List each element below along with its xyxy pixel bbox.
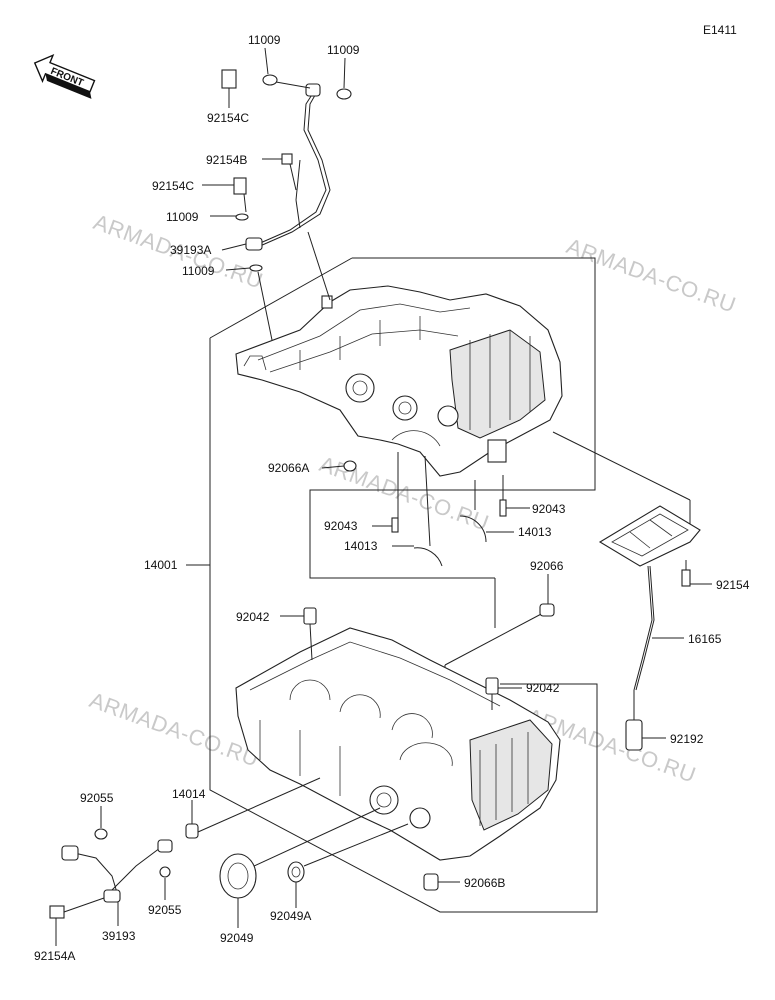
label-92154C-mid: 92154C — [152, 179, 194, 193]
middle-parts — [343, 452, 507, 567]
washer-11009-low — [249, 264, 263, 272]
upper-crankcase — [235, 285, 563, 477]
leader-lines — [55, 47, 712, 946]
bolt-92154C-top — [221, 69, 237, 89]
bearing-14014 — [185, 823, 199, 839]
dowel-92042-left — [303, 607, 317, 625]
dowel-92043-left — [391, 517, 399, 533]
washer-92055-top — [94, 828, 108, 840]
plug-92066B — [423, 873, 439, 891]
label-16165: 16165 — [688, 632, 722, 646]
seal-92192 — [625, 719, 643, 751]
dowels-lower — [303, 603, 555, 891]
washer-11009-mid — [235, 213, 249, 221]
label-11009-mid: 11009 — [166, 210, 199, 224]
label-39193: 39193 — [102, 929, 136, 943]
label-92154: 92154 — [716, 578, 750, 592]
label-14013-left: 14013 — [344, 539, 378, 553]
plug-92066 — [539, 603, 555, 617]
label-92049: 92049 — [220, 931, 254, 945]
label-92042-left: 92042 — [236, 610, 270, 624]
label-92066A: 92066A — [268, 461, 309, 475]
bearing-14013-right — [459, 515, 487, 543]
label-92066B: 92066B — [464, 876, 505, 890]
label-14001: 14001 — [144, 558, 178, 572]
label-92055-top: 92055 — [80, 791, 114, 805]
label-92043-left: 92043 — [324, 519, 358, 533]
label-92043-right: 92043 — [532, 502, 566, 516]
oil-strainer — [598, 505, 701, 751]
label-11009-low: 11009 — [182, 264, 215, 278]
dowel-92042-right — [485, 677, 499, 695]
label-39193A: 39193A — [170, 243, 211, 257]
label-11009-right: 11009 — [327, 43, 360, 57]
oil-pipe-39193A — [245, 83, 331, 301]
strainer-16165 — [598, 505, 701, 567]
label-92154A: 92154A — [34, 949, 75, 963]
label-92049A: 92049A — [270, 909, 311, 923]
label-14013-right: 14013 — [518, 525, 552, 539]
washer-11009-right — [336, 88, 352, 100]
washer-92055-bottom — [159, 866, 171, 878]
diagram-code: E1411 — [703, 23, 737, 37]
part-labels: 11009 11009 92154C 92154B 92154C 11009 3… — [34, 33, 750, 963]
seal-92049A — [287, 861, 305, 883]
watermark-4: ARMADA-CO.RU — [86, 687, 262, 771]
oil-pipe-39193 — [49, 777, 321, 919]
watermark-2: ARMADA-CO.RU — [563, 233, 739, 317]
washer-11009-top — [262, 74, 278, 86]
top-fasteners — [221, 69, 352, 341]
label-92154C-top: 92154C — [207, 111, 249, 125]
label-92042-right: 92042 — [526, 681, 560, 695]
label-92192: 92192 — [670, 732, 704, 746]
bolt-92154A — [49, 905, 65, 919]
bearing-14013-left — [413, 547, 443, 567]
label-11009-top: 11009 — [248, 33, 281, 47]
label-92055-bottom: 92055 — [148, 903, 182, 917]
bolt-92154B — [281, 153, 293, 165]
plug-92066A — [343, 460, 357, 472]
label-14014: 14014 — [172, 787, 206, 801]
lower-crankcase — [235, 627, 561, 861]
bolt-92154C-mid — [233, 177, 247, 195]
label-92066: 92066 — [530, 559, 564, 573]
dowel-92043-right — [499, 499, 507, 517]
seal-92049 — [219, 853, 257, 899]
label-92154B: 92154B — [206, 153, 247, 167]
front-arrow-icon: FRONT — [33, 53, 96, 99]
bolt-92154 — [681, 569, 691, 587]
